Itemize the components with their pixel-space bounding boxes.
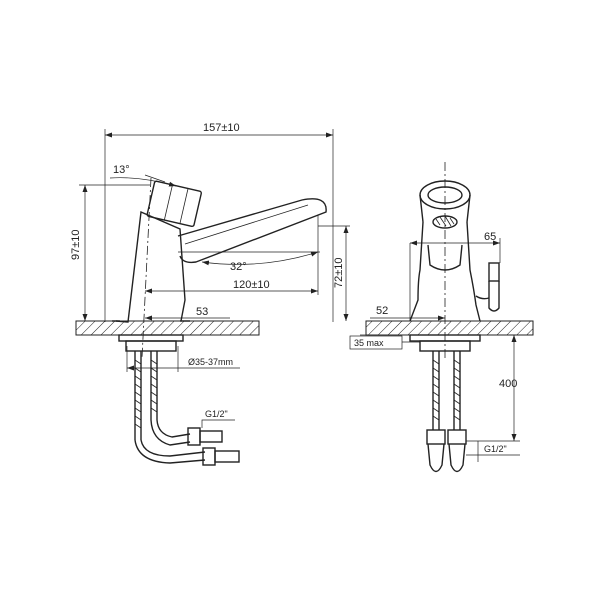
label-hole-diameter: Ø35-37mm bbox=[188, 357, 233, 367]
label-height: 97±10 bbox=[70, 229, 82, 260]
label-spout-reach: 120±10 bbox=[233, 279, 270, 291]
label-overall-length: 157±10 bbox=[203, 122, 240, 134]
front-countertop bbox=[365, 320, 534, 336]
spout bbox=[177, 198, 327, 264]
angle-13-line bbox=[144, 174, 166, 183]
label-hose-length: 400 bbox=[499, 378, 517, 390]
supply-pipes bbox=[134, 351, 240, 466]
front-handle-top bbox=[488, 262, 500, 282]
angle-32-arc bbox=[201, 251, 319, 266]
side-centerline bbox=[141, 177, 152, 359]
side-view: 157±10 13° 97±10 32° 120±10 72±10 53 Ø35… bbox=[70, 122, 350, 466]
front-head-sides bbox=[419, 194, 471, 223]
front-body-left bbox=[409, 221, 424, 322]
front-body-right bbox=[466, 221, 481, 322]
side-mount-nut bbox=[125, 340, 177, 352]
side-mount-plate bbox=[118, 334, 184, 342]
push-button bbox=[146, 180, 202, 228]
front-view: 65 52 35 max 400 G1/2" bbox=[349, 162, 534, 473]
label-spout-angle: 32° bbox=[230, 261, 247, 273]
label-side-thread: G1/2" bbox=[205, 409, 228, 419]
faucet-body bbox=[115, 210, 186, 323]
aerator-mesh bbox=[435, 215, 455, 227]
label-handle-angle: 13° bbox=[113, 164, 130, 176]
label-front-thread: G1/2" bbox=[484, 444, 507, 454]
spout-inner-line bbox=[184, 204, 309, 245]
front-pipes bbox=[426, 351, 467, 473]
thread-leader bbox=[201, 419, 235, 428]
label-handle-offset: 65 bbox=[484, 231, 496, 243]
label-base-offset: 53 bbox=[196, 306, 208, 318]
max-thickness-box bbox=[349, 335, 403, 350]
angle-13-arc bbox=[109, 177, 177, 187]
label-spout-height: 72±10 bbox=[333, 257, 345, 288]
side-countertop bbox=[75, 320, 260, 336]
label-max-thickness: 35 max bbox=[354, 338, 384, 348]
front-handle-stem bbox=[488, 281, 500, 312]
label-body-offset: 52 bbox=[376, 305, 388, 317]
front-handle-link bbox=[475, 295, 490, 300]
